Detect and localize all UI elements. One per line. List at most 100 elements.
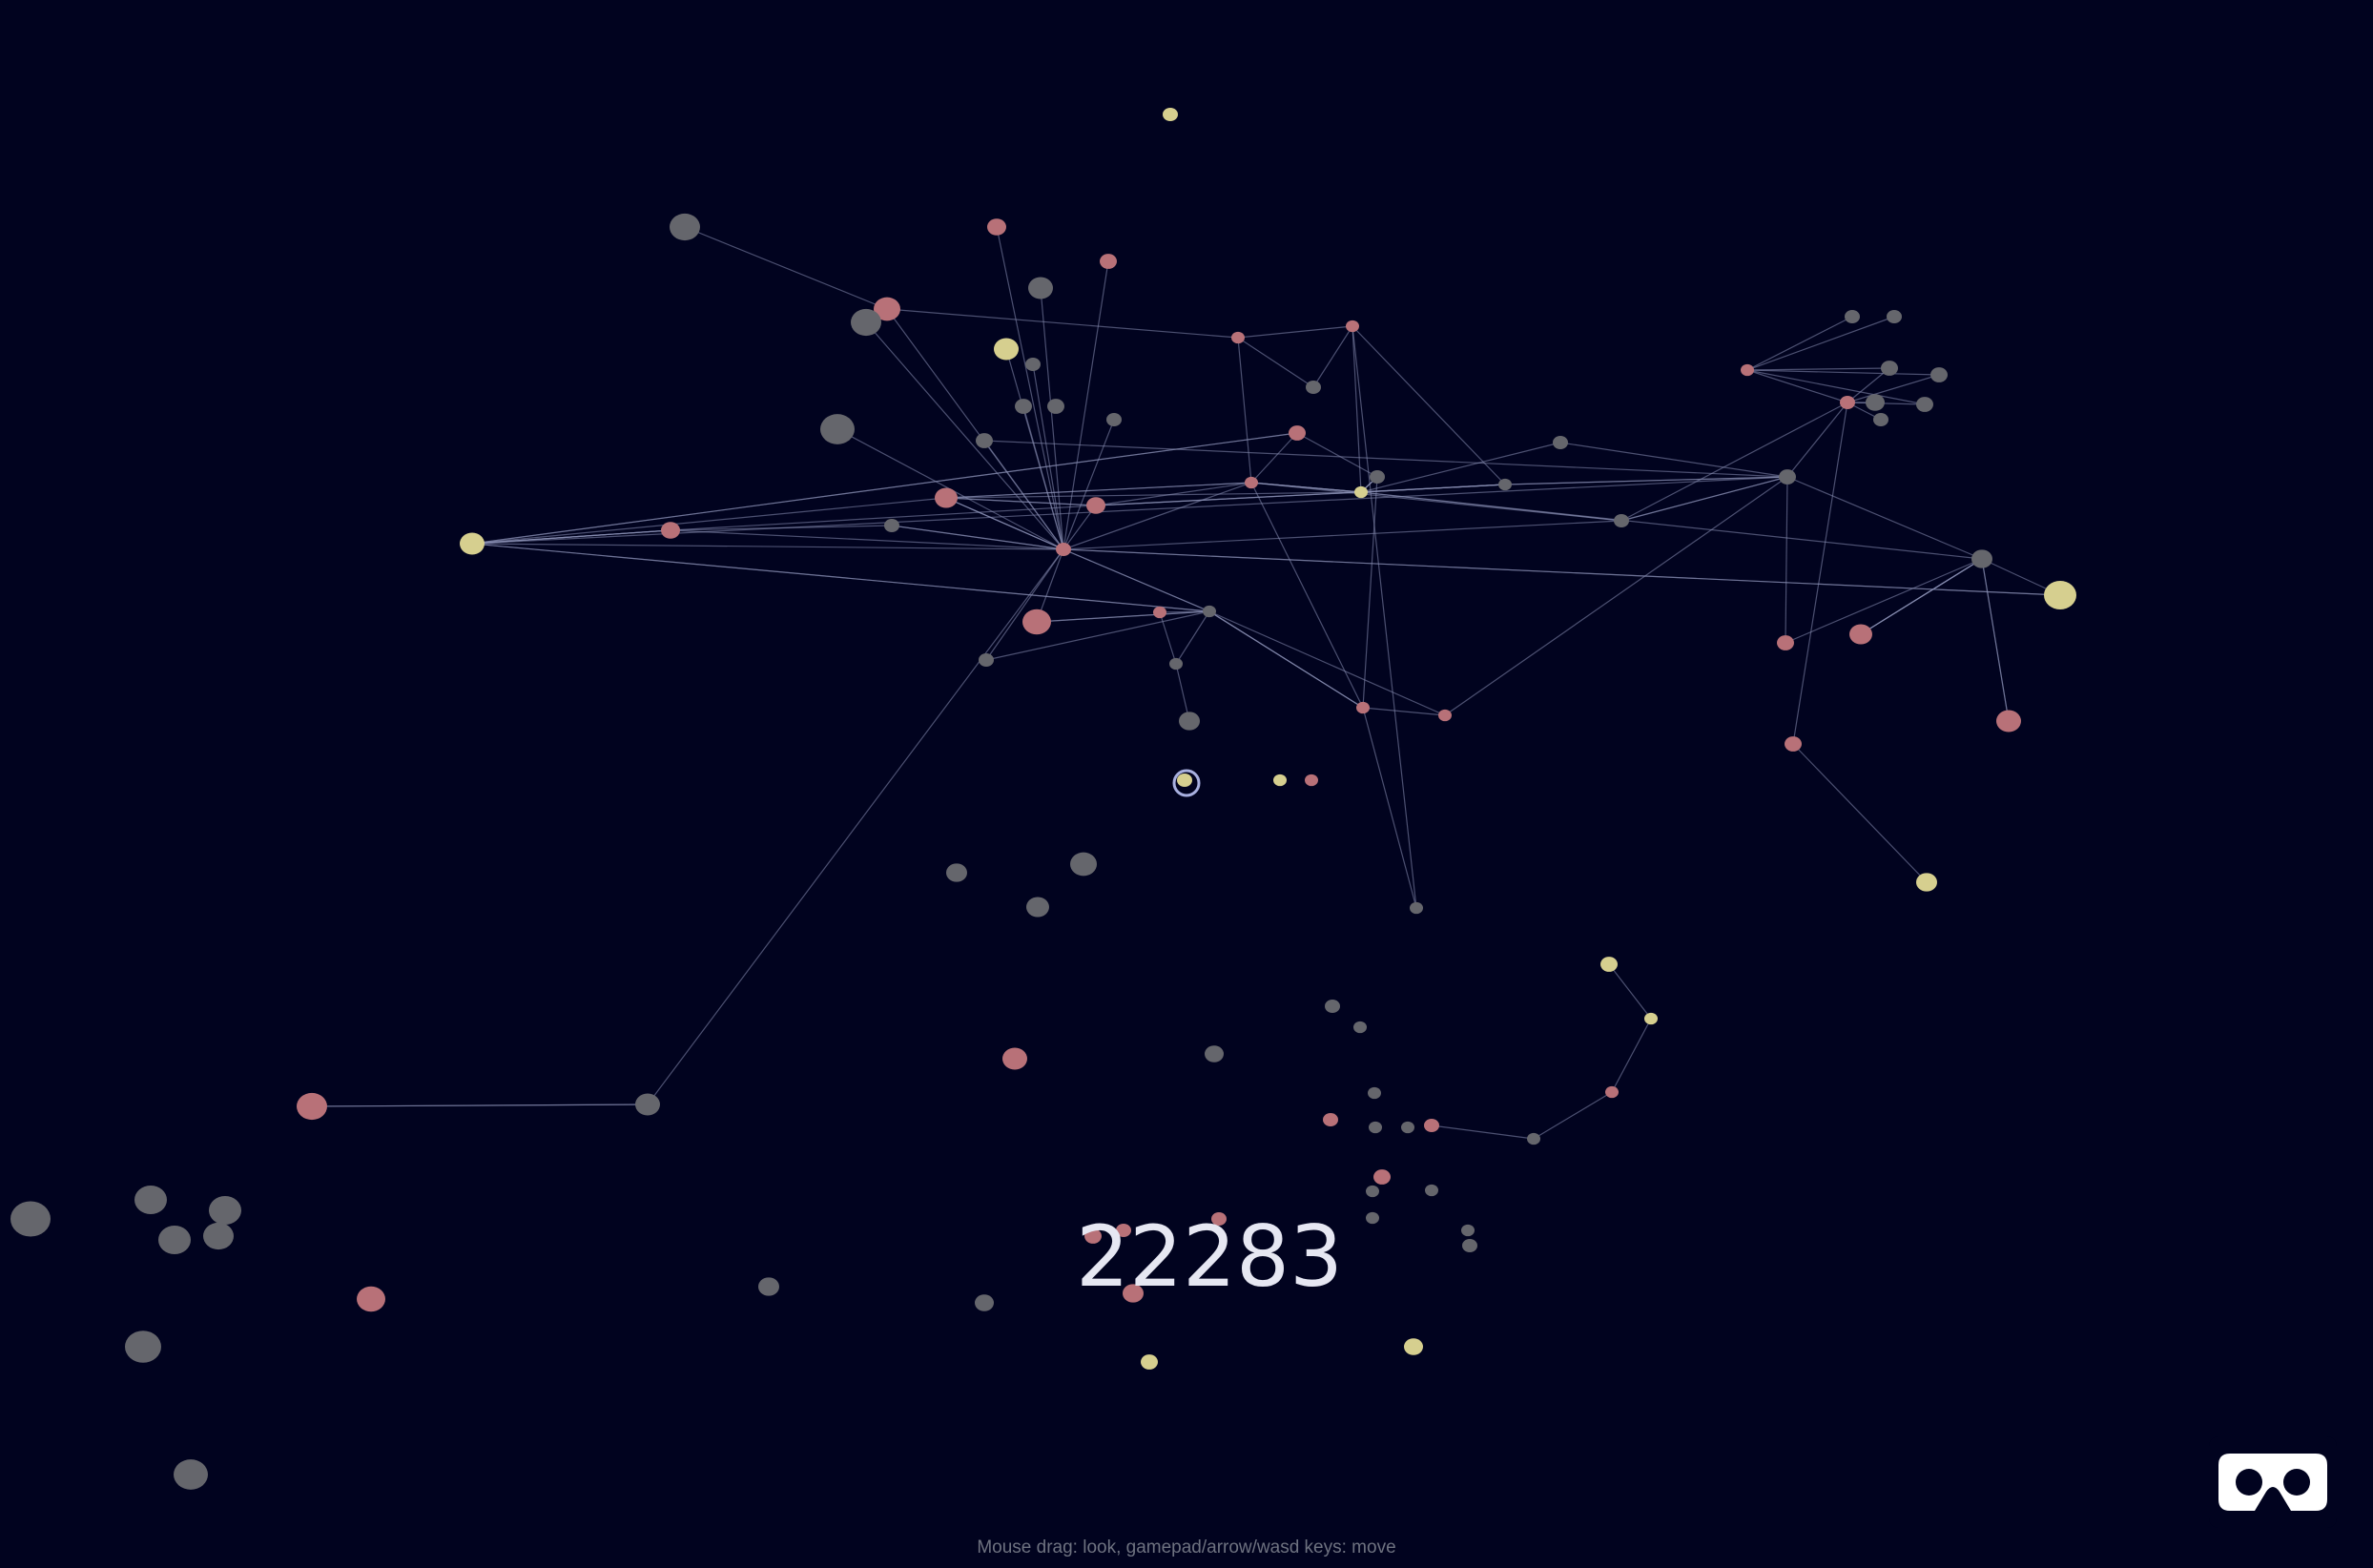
graph-node[interactable] [134, 1186, 167, 1214]
graph-node[interactable] [357, 1286, 385, 1312]
graph-node[interactable] [1600, 957, 1618, 972]
graph-node[interactable] [1211, 1211, 1227, 1227]
graph-node[interactable] [1366, 1185, 1379, 1198]
graph-node[interactable] [1245, 476, 1258, 489]
graph-node[interactable] [1605, 1085, 1619, 1099]
graph-node[interactable] [1849, 624, 1872, 645]
graph-node[interactable] [1366, 1211, 1379, 1225]
graph-node[interactable] [1881, 361, 1898, 376]
graph-node[interactable] [1840, 395, 1855, 410]
graph-node[interactable] [1368, 1086, 1381, 1100]
graph-node[interactable] [1305, 774, 1318, 787]
graph-node[interactable] [1614, 513, 1629, 528]
graph-node[interactable] [158, 1226, 191, 1254]
graph-node[interactable] [1289, 425, 1306, 441]
graph-node[interactable] [1026, 897, 1049, 918]
graph-node[interactable] [1123, 1284, 1144, 1303]
graph-node[interactable] [1996, 710, 2021, 732]
graph-node[interactable] [1401, 1121, 1414, 1134]
graph-nodes[interactable] [10, 107, 2076, 1490]
graph-node[interactable] [975, 1294, 994, 1311]
graph-node[interactable] [1353, 1021, 1367, 1034]
graph-node[interactable] [820, 414, 855, 444]
graph-node[interactable] [209, 1196, 241, 1225]
vr-mode-button[interactable] [2209, 1436, 2337, 1528]
graph-node[interactable] [935, 487, 958, 508]
graph-node[interactable] [1425, 1184, 1438, 1197]
graph-node[interactable] [1325, 999, 1340, 1014]
graph-node[interactable] [1916, 397, 1933, 412]
graph-node[interactable] [1462, 1238, 1477, 1253]
graph-node[interactable] [1100, 254, 1117, 269]
graph-node[interactable] [297, 1092, 327, 1121]
graph-node[interactable] [1424, 1118, 1439, 1133]
graph-node[interactable] [1527, 1132, 1540, 1145]
graph-node[interactable] [1203, 605, 1216, 618]
graph-node[interactable] [884, 518, 899, 533]
graph-node[interactable] [1785, 736, 1802, 752]
graph-node[interactable] [1866, 394, 1885, 411]
graph-node[interactable] [2044, 581, 2076, 609]
graph-node[interactable] [1930, 367, 1948, 382]
graph-node[interactable] [174, 1459, 208, 1490]
graph-node[interactable] [1370, 469, 1385, 485]
graph-node[interactable] [1177, 773, 1192, 788]
graph-node[interactable] [1887, 309, 1902, 324]
graph-node[interactable] [1002, 1047, 1027, 1070]
graph-node[interactable] [125, 1331, 161, 1363]
graph-node[interactable] [1845, 309, 1860, 324]
graph-node[interactable] [10, 1201, 51, 1237]
graph-node[interactable] [1047, 399, 1064, 414]
graph-node[interactable] [1356, 701, 1370, 714]
graph-node[interactable] [670, 213, 700, 241]
graph-node[interactable] [1741, 363, 1754, 377]
graph-node[interactable] [1461, 1224, 1475, 1237]
graph-node[interactable] [1273, 774, 1287, 787]
graph-node[interactable] [1086, 497, 1105, 514]
graph-node[interactable] [1498, 478, 1512, 491]
graph-node[interactable] [661, 522, 680, 539]
graph-node[interactable] [1153, 606, 1166, 619]
graph-node[interactable] [987, 218, 1006, 236]
graph-node[interactable] [1779, 469, 1796, 485]
graph-node[interactable] [851, 308, 881, 337]
graph-node[interactable] [1116, 1223, 1131, 1238]
graph-node[interactable] [1084, 1228, 1102, 1244]
graph-node[interactable] [1306, 380, 1321, 395]
graph-node[interactable] [1404, 1338, 1423, 1355]
graph-node[interactable] [979, 652, 994, 668]
graph-node[interactable] [946, 863, 967, 882]
graph-node[interactable] [1644, 1012, 1658, 1025]
graph-node[interactable] [1971, 549, 1992, 568]
graph-node[interactable] [1873, 412, 1888, 427]
graph-node[interactable] [1777, 635, 1794, 650]
graph-node[interactable] [1410, 901, 1423, 915]
graph-node[interactable] [1022, 609, 1051, 635]
graph-node[interactable] [874, 297, 900, 321]
graph-node[interactable] [1106, 412, 1122, 427]
graph-node[interactable] [1205, 1045, 1224, 1063]
graph-node[interactable] [1163, 107, 1178, 122]
graph-node[interactable] [1438, 709, 1452, 722]
graph-node[interactable] [1373, 1169, 1391, 1185]
graph-node[interactable] [994, 338, 1019, 361]
graph-node[interactable] [1231, 331, 1245, 344]
graph-node[interactable] [1141, 1354, 1158, 1370]
graph-node[interactable] [1028, 277, 1053, 299]
graph-node[interactable] [1070, 852, 1097, 877]
graph-node[interactable] [1369, 1121, 1382, 1134]
graph-node[interactable] [1015, 399, 1032, 414]
graph-node[interactable] [460, 532, 485, 555]
graph-node[interactable] [1346, 320, 1359, 333]
graph-node[interactable] [1056, 542, 1071, 557]
graph-node[interactable] [1553, 435, 1568, 450]
graph-node[interactable] [1323, 1112, 1338, 1127]
graph-node[interactable] [1169, 657, 1183, 671]
graph-node[interactable] [635, 1093, 660, 1116]
graph-node[interactable] [1916, 873, 1937, 892]
graph-node[interactable] [758, 1277, 779, 1296]
graph-node[interactable] [1025, 357, 1041, 372]
graph-node[interactable] [1179, 712, 1200, 731]
